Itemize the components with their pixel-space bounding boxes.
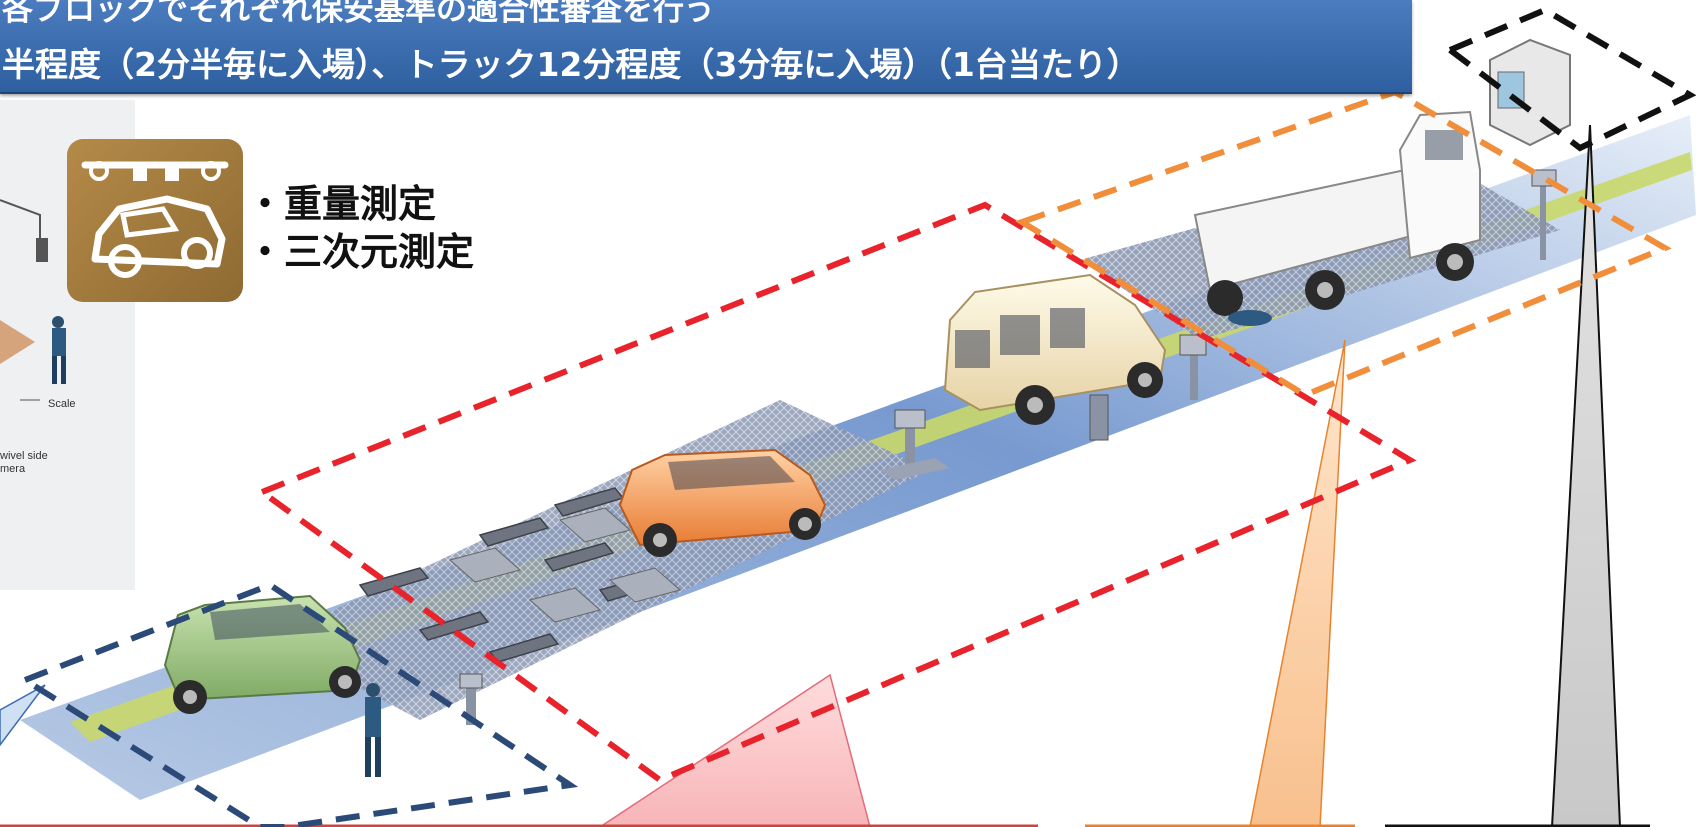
inspection-item-3d: ・三次元測定 (246, 230, 475, 274)
inset-label-camera-2: mera (0, 463, 26, 475)
headlight-tester (459, 673, 483, 725)
pink-callout-beam (598, 673, 871, 827)
cream-van (943, 273, 1167, 425)
inspector-figure (365, 683, 381, 777)
measurement-icon (67, 139, 243, 302)
orange-hatchback (618, 448, 827, 557)
orange-callout-beam (1249, 339, 1346, 827)
inset-label-camera-1: wivel side (0, 450, 48, 462)
inspection-booth (1489, 38, 1571, 260)
emission-tester (1089, 334, 1207, 441)
gray-callout-beam (1550, 124, 1622, 827)
sideslip-tester (880, 409, 950, 480)
banner-title-line1: 各ブロックでそれぞれ保安基準の適合性審査を行う (2, 0, 715, 28)
green-compact-car (163, 594, 362, 714)
block3-boundary (1015, 88, 1672, 399)
banner-title-line2: 半程度（2分半毎に入場）、トラック12分程度（3分毎に入場）（1台当たり） (2, 45, 1140, 84)
floor-plates (448, 507, 682, 623)
inspector-figure (52, 316, 66, 384)
inset-label-scale: Scale (48, 398, 76, 410)
inspection-item-weight: ・重量測定 (246, 182, 437, 226)
inspection-item-list: ・重量測定 ・三次元測定 (246, 180, 474, 276)
white-light-truck (1193, 110, 1481, 316)
blue-callout-beam (0, 684, 46, 747)
block1-boundary (18, 581, 579, 827)
underbody-pit-inspector (1228, 310, 1272, 326)
header-banner: 各ブロックでそれぞれ保安基準の適合性審査を行う 半程度（2分半毎に入場）、トラッ… (0, 0, 1412, 94)
block4-boundary (1444, 6, 1696, 152)
block2-boundary (255, 201, 1417, 784)
car-scan-icon (81, 161, 229, 278)
